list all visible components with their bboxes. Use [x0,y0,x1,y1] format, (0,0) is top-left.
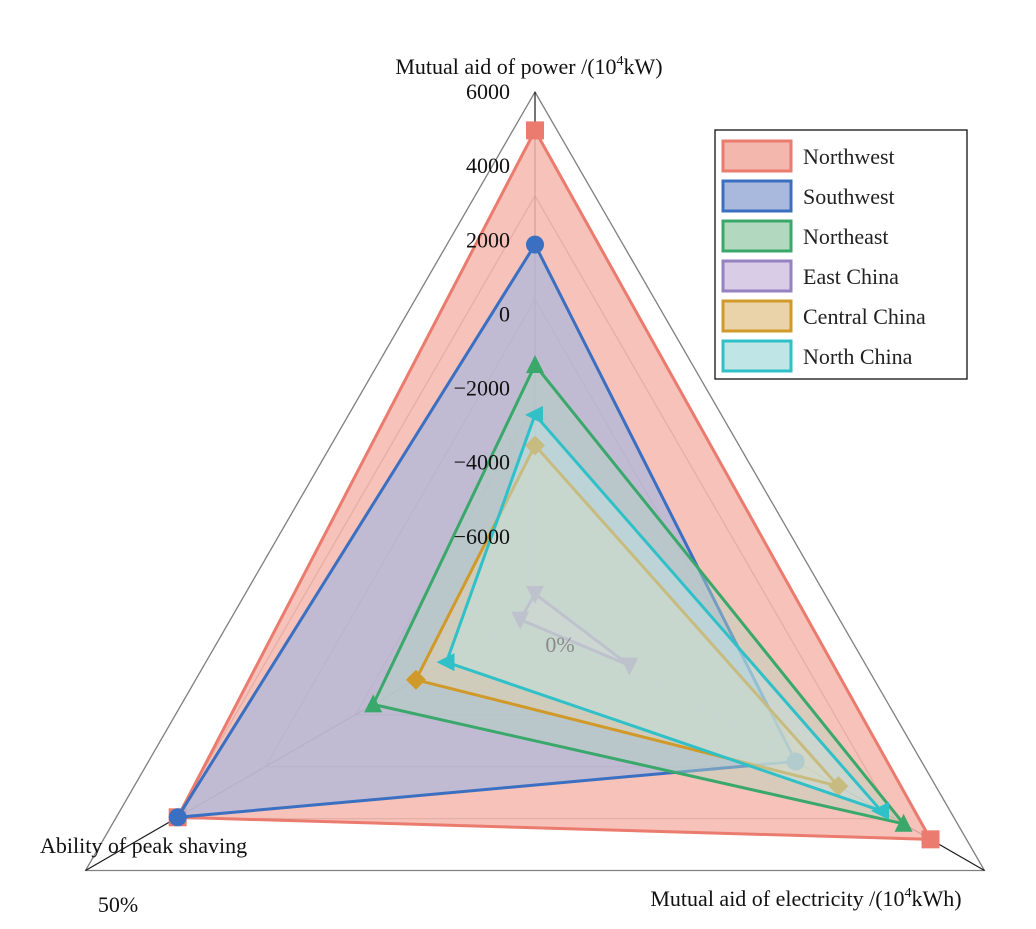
legend-swatch-northeast [721,219,793,253]
legend-swatch-east-china [721,259,793,293]
point-northeast-peak [364,694,383,713]
peak-axis-max-label: 50% [98,892,138,917]
point-east-china-peak [511,611,530,630]
power-tick-label: 4000 [466,153,510,178]
power-tick-label: −2000 [454,376,510,401]
point-north-china-power [525,405,543,424]
legend-swatch-north-china [721,339,793,373]
power-tick-label: 0 [499,301,510,326]
series-area-southwest [176,243,798,819]
point-northwest-power [526,121,544,140]
series-area-central-china [414,443,840,788]
legend-label-east-china: East China [803,264,899,289]
point-southwest-electricity [786,752,805,771]
point-southwest-power [526,235,544,254]
point-north-china-peak [436,653,455,672]
axis-title-power: Mutual aid of power /(104kW) [395,54,662,79]
point-east-china-power [526,585,544,604]
series-southwest [168,235,805,827]
legend-label-northeast: Northeast [803,224,889,249]
point-east-china-electricity [620,657,639,676]
legend-label-central-china: Central China [803,304,926,329]
series-east-china [511,585,639,676]
point-northeast-electricity [894,813,913,832]
point-northwest-electricity [921,830,940,849]
power-tick-label: −4000 [454,450,510,475]
legend-label-north-china: North China [803,344,913,369]
legend-swatch-central-china [721,299,793,333]
power-tick-label: −6000 [454,524,510,549]
axis-title-peak: Ability of peak shaving [40,833,247,858]
legend-swatch-northwest [721,139,793,173]
point-north-china-electricity [871,801,890,820]
point-central-china-electricity [828,776,849,797]
legend-swatch-southwest [721,179,793,213]
series-central-china [405,435,849,797]
point-northeast-power [526,354,544,373]
point-southwest-peak [168,808,187,827]
point-central-china-power [525,435,545,456]
legend-label-southwest: Southwest [803,184,895,209]
series-area-east-china [518,592,631,667]
power-tick-label: 6000 [466,79,510,104]
radar-labels: 6000 4000 2000 0 −2000 −4000 −6000 0% 50% Mutual … [40,54,962,917]
peak-axis-min-label: 0% [545,632,574,657]
power-tick-label: 2000 [466,227,510,252]
radar-series [168,121,940,849]
axis-title-electricity: Mutual aid of electricity /(104kWh) [650,886,961,911]
series-north-china [436,405,890,820]
series-area-north-china [444,413,883,813]
point-central-china-peak [405,669,426,690]
legend-label-northwest: Northwest [803,144,895,169]
grid-ring-5 [84,90,986,872]
